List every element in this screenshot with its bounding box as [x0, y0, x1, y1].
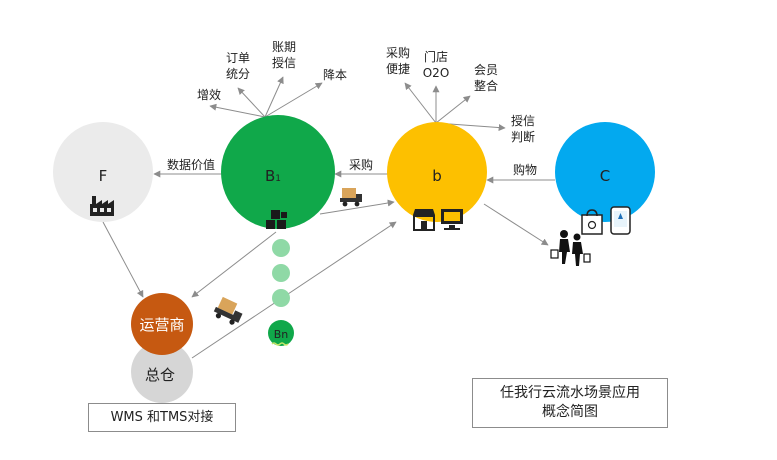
chain-dot	[272, 289, 290, 307]
flow-purchase: 采购	[349, 157, 373, 172]
factory-icon	[90, 196, 114, 216]
arrow-b1-dingdan	[237, 87, 266, 118]
node-operator-label: 运营商	[139, 316, 184, 334]
bn-decoration	[271, 342, 289, 346]
shoppers-icon	[550, 230, 591, 266]
b-benefit-shouxin-2: 判断	[511, 129, 535, 144]
delivery-truck-icon	[340, 188, 362, 207]
arrow-b-huiyuan	[435, 95, 471, 124]
arrow-warehouse-to-b	[191, 221, 397, 359]
store-icon	[413, 209, 435, 231]
arrow-b1-zengxiao	[209, 103, 266, 118]
b-benefit-huiyuan-1: 会员	[474, 63, 498, 77]
b1-benefit-dingdan-2: 统分	[226, 67, 250, 81]
b-benefit-huiyuan-2: 整合	[474, 78, 498, 93]
node-c	[555, 122, 655, 222]
b-benefit-shouxin-1: 授信	[511, 113, 535, 128]
arrow-b1-to-b	[319, 199, 395, 215]
wms-tms-text: WMS 和TMS对接	[110, 410, 214, 425]
b-benefit-mendian-1: 门店	[424, 49, 448, 64]
node-b1-label: B1	[265, 167, 281, 185]
b1-benefit-zengxiao: 增效	[197, 87, 221, 102]
flow-data-value: 数据价值	[167, 157, 215, 172]
arrow-b1-to-operator	[191, 231, 277, 298]
chain-dot	[272, 239, 290, 257]
node-c-label: C	[600, 167, 610, 185]
node-bn	[268, 320, 294, 346]
node-warehouse-label: 总仓	[145, 366, 175, 384]
node-operator	[131, 293, 193, 355]
arrow-b1-zhangqi	[264, 76, 284, 118]
arrows	[102, 76, 555, 359]
b1-benefit-zhangqi-2: 授信	[272, 55, 296, 70]
node-b-small	[387, 122, 487, 222]
mobile-phone-icon	[610, 206, 631, 235]
node-b-label: b	[432, 167, 442, 185]
node-b1-main: B	[265, 167, 275, 185]
flow-shopping: 购物	[513, 162, 537, 177]
node-warehouse	[131, 341, 193, 403]
b-benefit-caigou-1: 采购	[386, 45, 410, 60]
arrow-f-to-operator	[102, 221, 144, 298]
arrow-b1-jiangben	[264, 82, 323, 118]
b1-benefit-dingdan-1: 订单	[226, 51, 250, 65]
boxes-icon	[266, 210, 287, 229]
node-bn-label: Bn	[274, 328, 289, 341]
node-f-label: F	[99, 167, 108, 185]
arrow-b-to-shoppers	[483, 203, 549, 246]
node-b1	[221, 115, 335, 229]
wms-tms-label-box: WMS 和TMS对接	[88, 403, 236, 432]
b1-benefit-jiangben: 降本	[323, 68, 347, 82]
node-f	[53, 122, 153, 222]
diagram-title-line-2: 概念简图	[542, 404, 598, 420]
delivery-truck-icon	[213, 296, 243, 325]
b1-benefit-zhangqi-1: 账期	[272, 40, 296, 54]
b-benefit-caigou-2: 便捷	[386, 62, 410, 76]
pos-terminal-icon	[441, 209, 463, 230]
diagram-title-line-1: 任我行云流水场景应用	[500, 385, 640, 401]
b-benefit-mendian-2: O2O	[423, 66, 450, 80]
chain-dot	[272, 264, 290, 282]
arrow-b-caigou	[404, 82, 437, 124]
diagram-title-box: 任我行云流水场景应用 概念简图	[472, 378, 668, 428]
node-b1-subscript: 1	[275, 174, 281, 184]
shopping-bag-icon	[581, 209, 603, 235]
